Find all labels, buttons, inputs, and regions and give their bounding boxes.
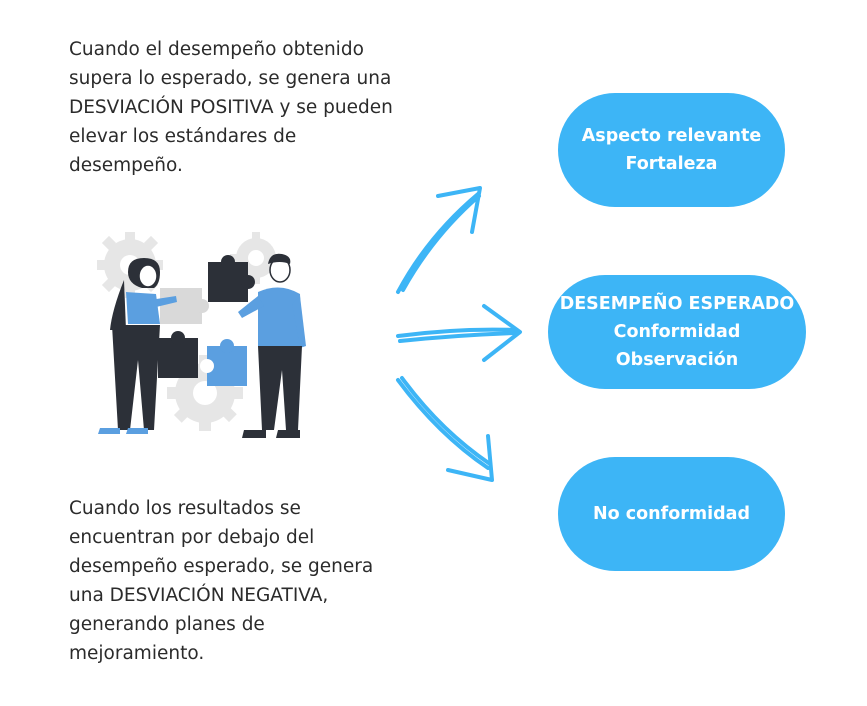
arrow-up-icon [396, 186, 482, 294]
outcome-positive-pill: Aspecto relevante Fortaleza [558, 93, 785, 207]
pill-text: Fortaleza [625, 154, 718, 174]
pill-text: DESEMPEÑO ESPERADO [559, 294, 795, 314]
puzzle-piece-icon [200, 339, 247, 386]
outcome-expected-pill: DESEMPEÑO ESPERADO Conformidad Observaci… [548, 275, 806, 389]
text-line: desempeño. [69, 155, 183, 176]
text-line: DESVIACIÓN POSITIVA y se pueden [69, 97, 393, 118]
arrow-right-icon [396, 304, 522, 362]
negative-deviation-text: Cuando los resultados se encuentran por … [69, 494, 419, 668]
text-line: una DESVIACIÓN NEGATIVA, [69, 585, 329, 606]
outcome-negative-pill: No conformidad [558, 457, 785, 571]
pill-text: Aspecto relevante [581, 126, 762, 146]
text-line: Cuando el desempeño obtenido [69, 39, 364, 60]
text-line: supera lo esperado, se genera una [69, 68, 392, 89]
pill-text: Conformidad [613, 322, 741, 342]
text-line: encuentran por debajo del [69, 527, 315, 548]
positive-deviation-text: Cuando el desempeño obtenido supera lo e… [69, 35, 419, 180]
text-line: desempeño esperado, se genera [69, 556, 374, 577]
puzzle-piece-icon [208, 255, 255, 302]
woman-figure [98, 258, 177, 434]
pill-text: No conformidad [593, 504, 750, 524]
text-line: Cuando los resultados se [69, 498, 301, 519]
text-line: generando planes de [69, 614, 265, 635]
pill-text: Observación [615, 350, 739, 370]
text-line: elevar los estándares de [69, 126, 297, 147]
text-line: mejoramiento. [69, 643, 205, 664]
man-figure [238, 253, 306, 438]
puzzle-piece-icon [160, 288, 209, 324]
puzzle-piece-icon [158, 331, 198, 378]
arrow-down-icon [396, 376, 494, 482]
